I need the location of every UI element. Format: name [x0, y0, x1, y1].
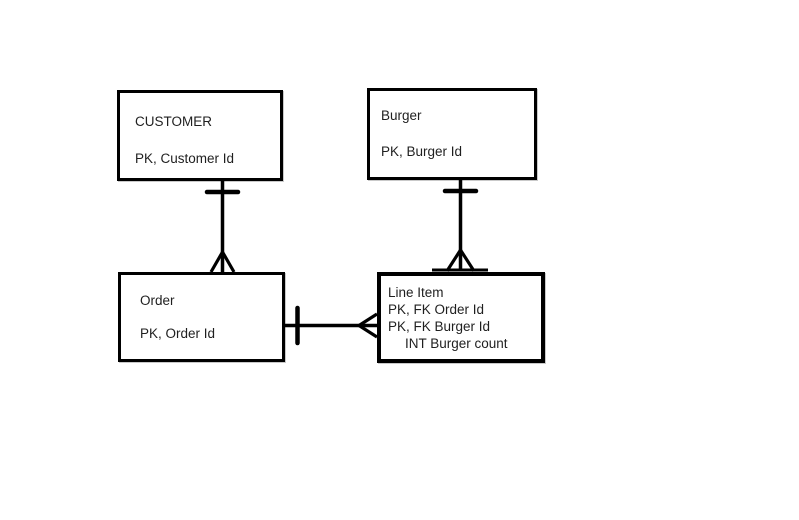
entity-title: Burger	[381, 108, 422, 123]
crow-foot-many-marker	[358, 312, 378, 339]
entity-order: Order PK, Order Id	[118, 272, 285, 362]
entity-burger: Burger PK, Burger Id	[367, 88, 537, 180]
relationship-order-line-item	[284, 305, 378, 346]
entity-attribute: PK, FK Burger Id	[388, 319, 491, 334]
entity-attribute: PK, Customer Id	[135, 151, 235, 166]
relationship-customer-order	[204, 180, 241, 273]
entity-attribute: PK, Order Id	[140, 326, 216, 341]
entity-customer: CUSTOMER PK, Customer Id	[117, 90, 283, 181]
entity-line-item: Line Item PK, FK Order Id PK, FK Burger …	[377, 272, 545, 363]
entity-title: Order	[140, 293, 175, 308]
entity-attribute: PK, FK Order Id	[388, 302, 485, 317]
entity-title: CUSTOMER	[135, 114, 213, 129]
relationship-burger-line-item	[432, 180, 488, 272]
crow-foot-many-marker	[445, 249, 476, 272]
entity-attribute: PK, Burger Id	[381, 144, 463, 159]
entity-attribute: INT Burger count	[405, 336, 508, 351]
entity-title: Line Item	[388, 285, 444, 300]
crow-foot-many-marker	[209, 251, 236, 273]
